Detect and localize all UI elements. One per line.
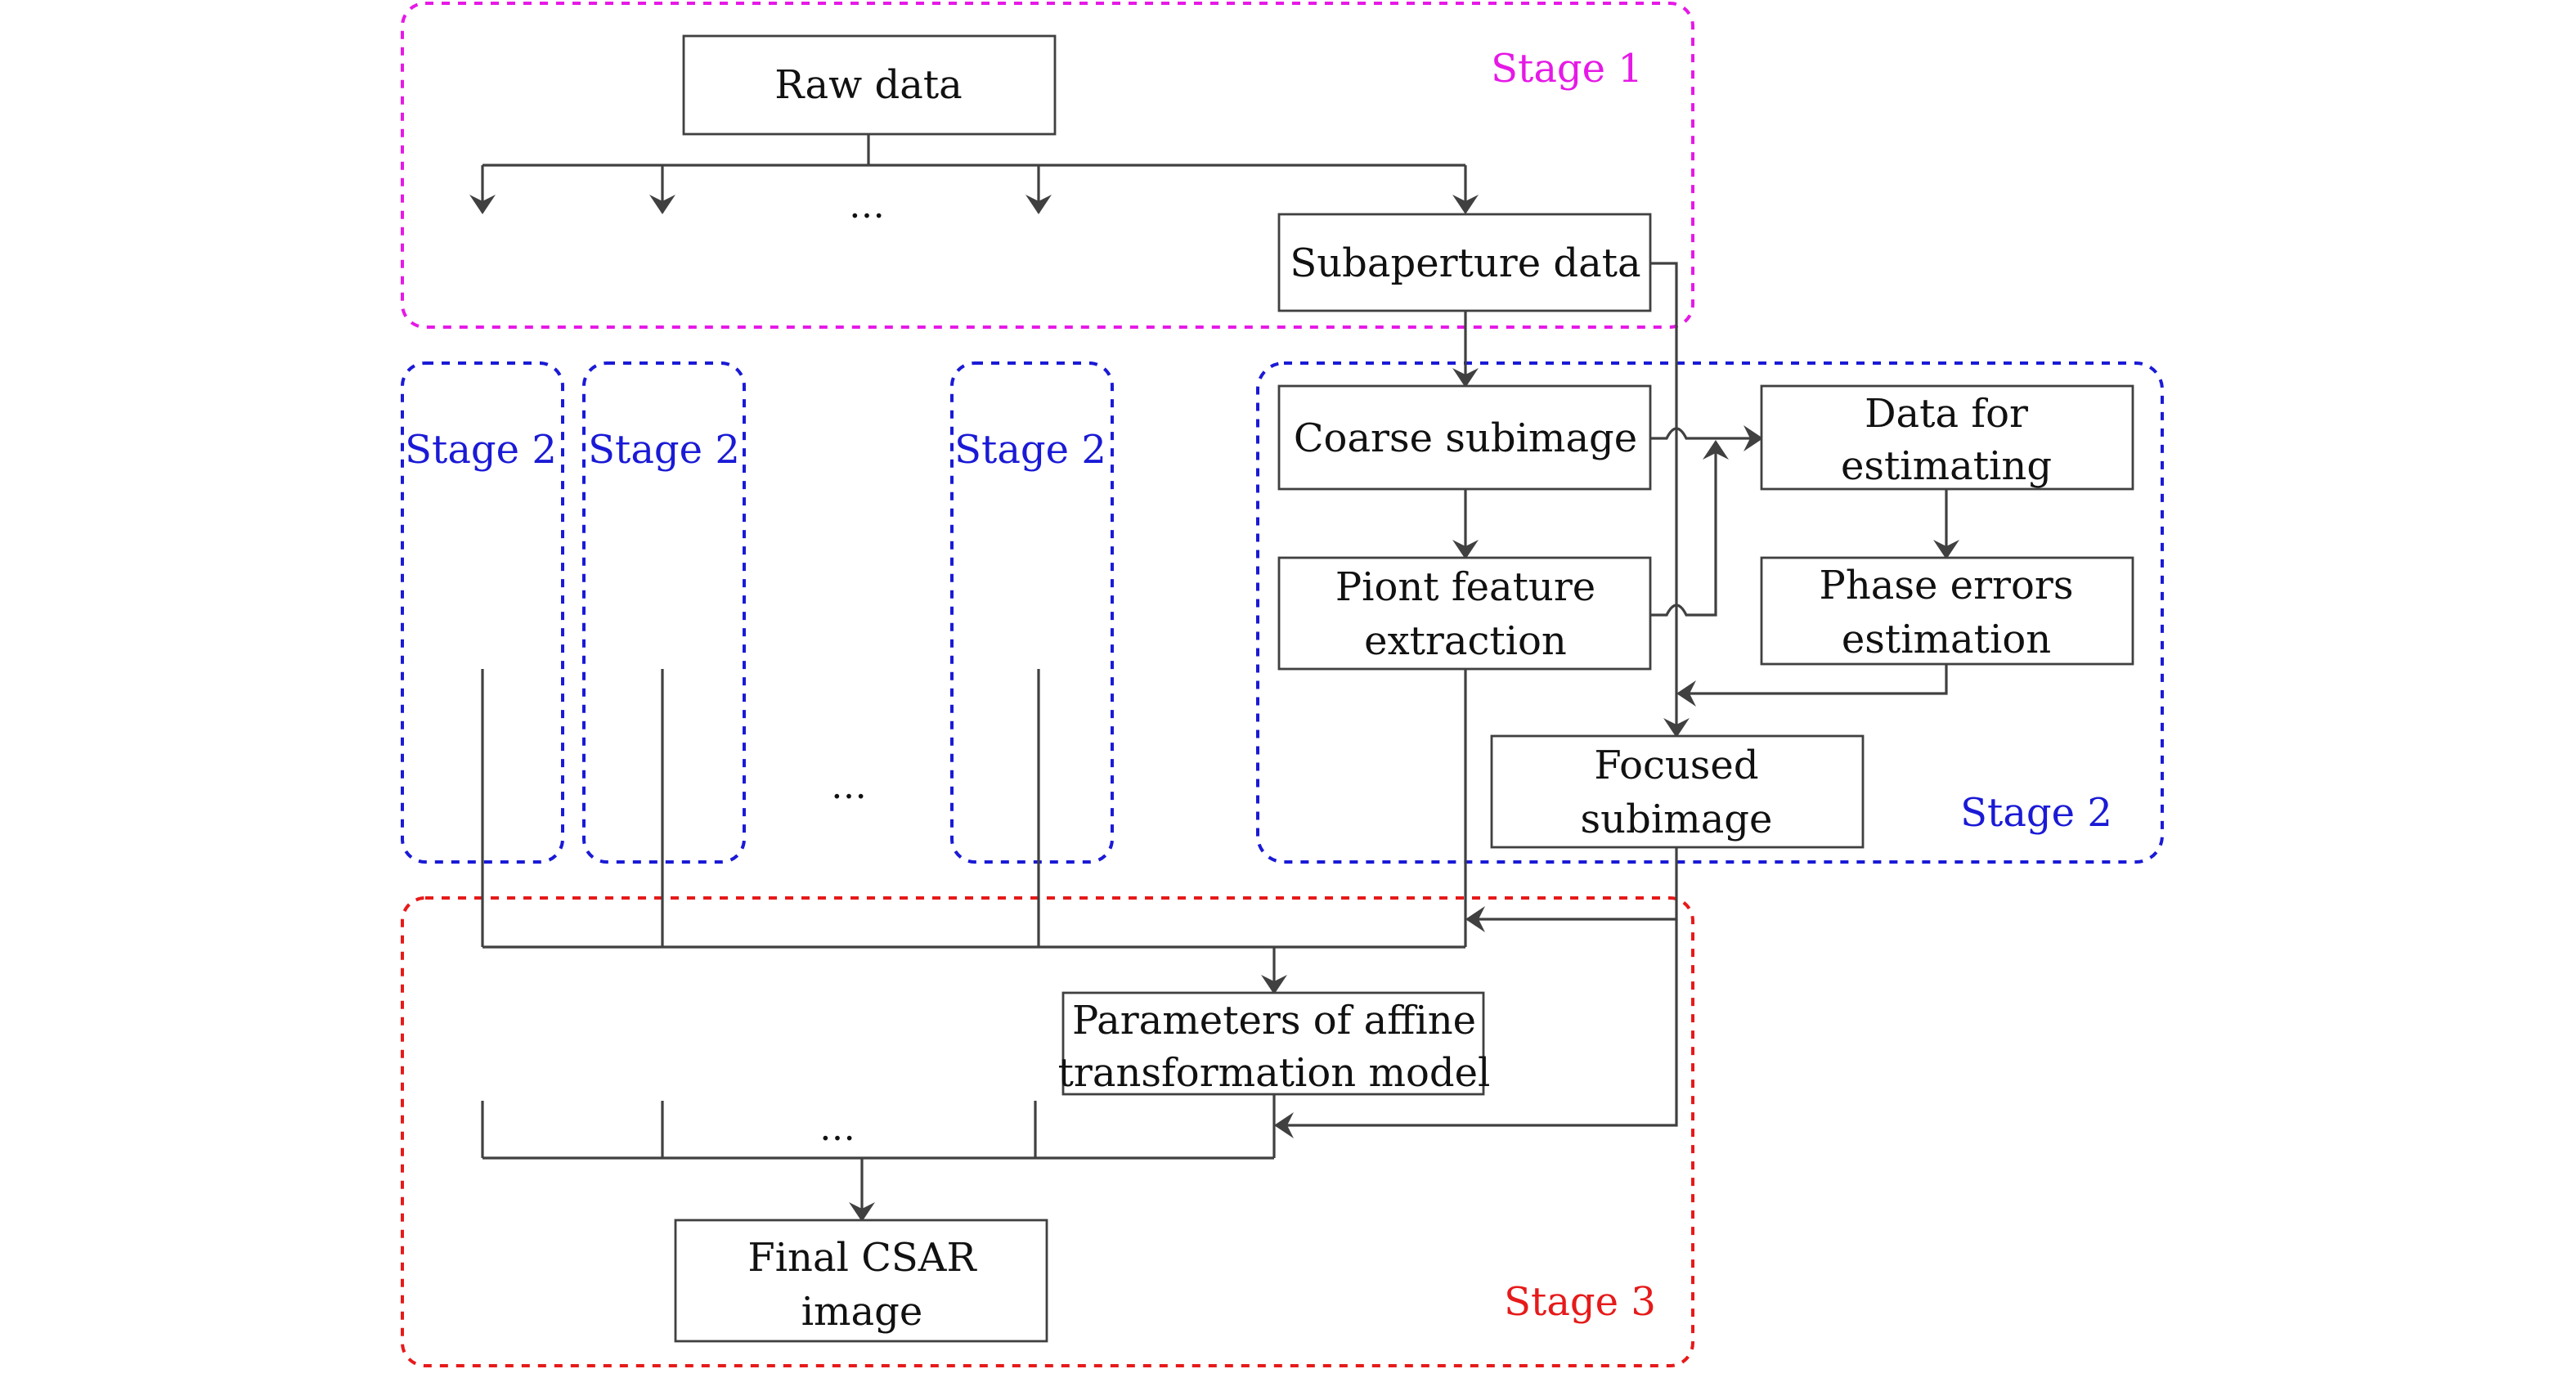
node-subaperture-data-label: Subaperture data	[1290, 240, 1640, 286]
edge-focused-to-merge	[1465, 847, 1678, 932]
edge-focused-to-final-merge	[1274, 919, 1678, 1138]
node-data-for-estimating-line2: estimating	[1841, 443, 2052, 489]
node-affine-line1: Parameters of affine	[1072, 998, 1476, 1044]
stage2-group-3	[950, 361, 1114, 864]
stage2-label-3: Stage 2	[954, 427, 1106, 473]
node-affine-parameters: Parameters of affine transformation mode…	[1058, 991, 1491, 1096]
node-coarse-subimage: Coarse subimage	[1277, 384, 1652, 491]
edge-phase-to-focused	[1676, 664, 1948, 707]
node-focused-subimage: Focused subimage	[1490, 734, 1865, 849]
stage2-group-main	[1256, 361, 2164, 864]
node-phase-errors-line2: estimation	[1842, 617, 2051, 662]
edge-subaperture-to-focused	[1650, 262, 1690, 738]
node-coarse-subimage-label: Coarse subimage	[1294, 415, 1637, 461]
node-final-csar-image: Final CSAR image	[674, 1219, 1048, 1343]
node-point-feature-line1: Piont feature	[1335, 564, 1595, 610]
node-phase-errors-estimation: Phase errors estimation	[1760, 556, 2134, 666]
node-phase-errors-line1: Phase errors	[1820, 563, 2074, 608]
node-point-feature-line2: extraction	[1364, 618, 1567, 664]
node-affine-line2: transformation model	[1058, 1050, 1491, 1096]
node-final-line2: image	[801, 1289, 923, 1335]
edge-point-to-data	[1650, 440, 1729, 617]
stage2-group-2	[582, 361, 746, 864]
stage3-group	[401, 896, 1694, 1367]
ellipsis-bottom: …	[819, 1107, 855, 1149]
ellipsis-top: …	[849, 185, 885, 227]
stage3-label: Stage 3	[1504, 1279, 1656, 1325]
node-focused-line2: subimage	[1581, 797, 1773, 842]
node-raw-data-label: Raw data	[774, 62, 962, 108]
node-subaperture-data: Subaperture data	[1277, 213, 1652, 312]
node-data-for-estimating-line1: Data for	[1865, 391, 2028, 437]
edge-coarse-to-data	[1650, 425, 1763, 451]
stage1-group	[401, 2, 1694, 329]
stage1-label: Stage 1	[1491, 46, 1643, 92]
stage2-label-1: Stage 2	[405, 427, 557, 473]
node-data-for-estimating: Data for estimating	[1760, 384, 2134, 491]
stage2-group-1	[401, 361, 564, 864]
node-raw-data: Raw data	[682, 34, 1057, 136]
stage2-label-main: Stage 2	[1960, 790, 2112, 836]
node-final-line1: Final CSAR	[747, 1235, 977, 1281]
node-focused-line1: Focused	[1594, 743, 1758, 788]
stage2-label-2: Stage 2	[588, 427, 740, 473]
node-point-feature-extraction: Piont feature extraction	[1277, 556, 1652, 671]
ellipsis-middle: …	[831, 765, 867, 807]
